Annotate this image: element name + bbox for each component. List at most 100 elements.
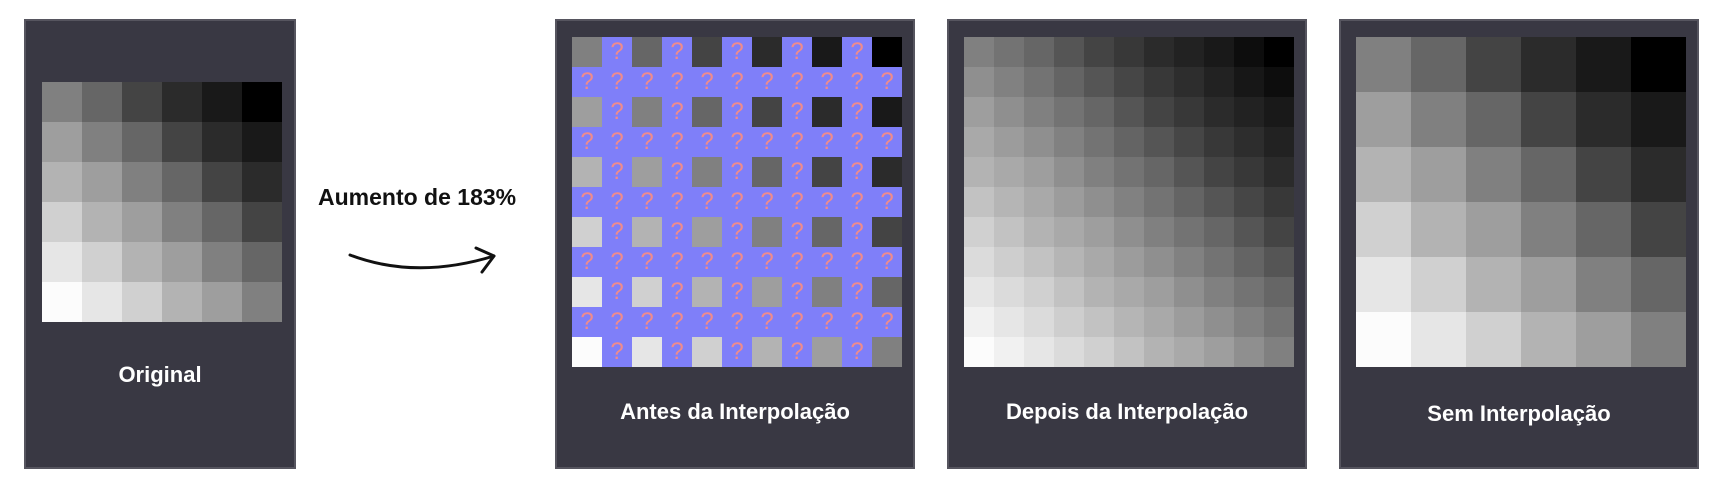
interpolated-pixel xyxy=(1054,67,1084,97)
after-interpolation-caption: Depois da Interpolação xyxy=(1005,399,1249,424)
unknown-pixel: ? xyxy=(662,337,692,367)
pixel xyxy=(1631,312,1686,367)
pixel xyxy=(82,82,122,122)
pixel xyxy=(122,202,162,242)
interpolated-pixel xyxy=(1204,277,1234,307)
pixel xyxy=(1356,147,1411,202)
unknown-pixel: ? xyxy=(722,337,752,367)
interpolated-pixel xyxy=(1024,277,1054,307)
unknown-pixel: ? xyxy=(752,127,782,157)
pixel xyxy=(242,202,282,242)
known-pixel xyxy=(812,157,842,187)
unknown-pixel: ? xyxy=(632,67,662,97)
interpolated-pixel xyxy=(1264,277,1294,307)
unknown-pixel: ? xyxy=(602,217,632,247)
unknown-pixel: ? xyxy=(572,247,602,277)
unknown-pixel: ? xyxy=(842,187,872,217)
interpolated-pixel xyxy=(1114,37,1144,67)
pixel xyxy=(1466,312,1521,367)
interpolated-pixel xyxy=(1024,127,1054,157)
unknown-pixel: ? xyxy=(782,277,812,307)
interpolated-pixel xyxy=(1144,277,1174,307)
pixel xyxy=(202,122,242,162)
interpolated-pixel xyxy=(1204,307,1234,337)
interpolated-pixel xyxy=(1204,127,1234,157)
interpolated-pixel xyxy=(1264,337,1294,367)
interpolated-pixel xyxy=(1174,337,1204,367)
pixel xyxy=(1466,92,1521,147)
interpolated-pixel xyxy=(1174,37,1204,67)
pixel xyxy=(82,122,122,162)
unknown-pixel: ? xyxy=(782,247,812,277)
interpolated-pixel xyxy=(1144,307,1174,337)
interpolated-pixel xyxy=(1264,37,1294,67)
pixel xyxy=(82,202,122,242)
pixel xyxy=(1521,92,1576,147)
pixel xyxy=(1411,257,1466,312)
interpolated-pixel xyxy=(1234,337,1264,367)
known-pixel xyxy=(812,217,842,247)
interpolated-pixel xyxy=(1144,67,1174,97)
pixel xyxy=(82,242,122,282)
pixel xyxy=(1521,257,1576,312)
known-pixel xyxy=(752,37,782,67)
unknown-pixel: ? xyxy=(842,97,872,127)
interpolated-pixel xyxy=(964,187,994,217)
after-interpolation-panel: Depois da Interpolação xyxy=(947,19,1307,469)
pixel xyxy=(162,202,202,242)
unknown-pixel: ? xyxy=(662,157,692,187)
pixel xyxy=(1411,202,1466,257)
pixel xyxy=(42,162,82,202)
interpolated-pixel xyxy=(1264,187,1294,217)
known-pixel xyxy=(872,217,902,247)
unknown-pixel: ? xyxy=(782,127,812,157)
interpolated-pixel xyxy=(1174,217,1204,247)
interpolated-pixel xyxy=(1264,217,1294,247)
pixel xyxy=(202,202,242,242)
interpolated-pixel xyxy=(1054,337,1084,367)
pixel xyxy=(1466,257,1521,312)
unknown-pixel: ? xyxy=(722,97,752,127)
interpolated-pixel xyxy=(1054,187,1084,217)
pixel xyxy=(202,82,242,122)
interpolated-pixel xyxy=(1144,157,1174,187)
unknown-pixel: ? xyxy=(572,307,602,337)
known-pixel xyxy=(752,157,782,187)
unknown-pixel: ? xyxy=(722,37,752,67)
known-pixel xyxy=(692,277,722,307)
interpolated-pixel xyxy=(1054,277,1084,307)
unknown-pixel: ? xyxy=(872,307,902,337)
unknown-pixel: ? xyxy=(692,247,722,277)
pixel xyxy=(242,122,282,162)
interpolated-pixel xyxy=(1204,217,1234,247)
unknown-pixel: ? xyxy=(872,67,902,97)
unknown-pixel: ? xyxy=(842,247,872,277)
unknown-pixel: ? xyxy=(572,187,602,217)
known-pixel xyxy=(752,337,782,367)
unknown-pixel: ? xyxy=(722,187,752,217)
interpolated-pixel xyxy=(1264,307,1294,337)
interpolated-pixel xyxy=(1204,247,1234,277)
interpolated-pixel xyxy=(994,127,1024,157)
interpolated-pixel xyxy=(964,67,994,97)
interpolated-pixel xyxy=(1084,307,1114,337)
interpolated-pixel xyxy=(964,157,994,187)
no-interpolation-panel: Sem Interpolação xyxy=(1339,19,1699,469)
pixel xyxy=(1576,202,1631,257)
interpolated-pixel xyxy=(1204,157,1234,187)
pixel xyxy=(1521,147,1576,202)
unknown-pixel: ? xyxy=(632,307,662,337)
unknown-pixel: ? xyxy=(782,187,812,217)
unknown-pixel: ? xyxy=(872,247,902,277)
pixel xyxy=(122,162,162,202)
pixel xyxy=(1576,257,1631,312)
interpolated-pixel xyxy=(1084,127,1114,157)
interpolated-pixel xyxy=(1234,127,1264,157)
unknown-pixel: ? xyxy=(602,277,632,307)
interpolated-pixel xyxy=(994,97,1024,127)
interpolated-pixel xyxy=(1054,97,1084,127)
pixel xyxy=(1356,92,1411,147)
pixel xyxy=(162,282,202,322)
unknown-pixel: ? xyxy=(692,187,722,217)
interpolated-pixel xyxy=(1114,277,1144,307)
